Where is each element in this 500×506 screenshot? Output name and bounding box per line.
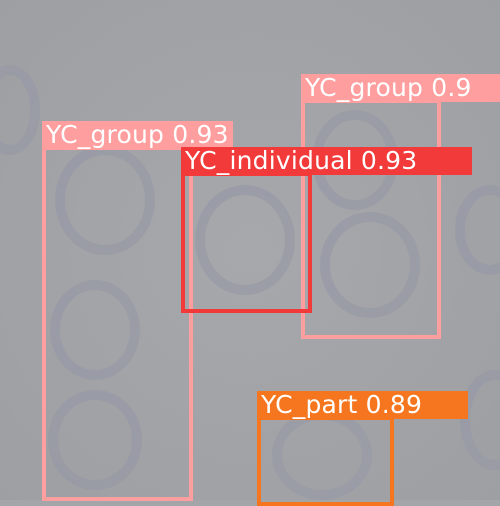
detection-label-yc-group-2: YC_group 0.9 (301, 74, 500, 102)
detection-box-yc-group-1 (42, 146, 193, 501)
detection-box-yc-individual (181, 172, 312, 313)
detection-label-yc-part: YC_part 0.89 (257, 391, 468, 419)
detection-box-yc-group-2 (301, 99, 441, 339)
detection-label-yc-individual: YC_individual 0.93 (181, 147, 472, 175)
detection-label-yc-group-1: YC_group 0.93 (42, 121, 233, 149)
detection-box-yc-part (257, 416, 394, 506)
